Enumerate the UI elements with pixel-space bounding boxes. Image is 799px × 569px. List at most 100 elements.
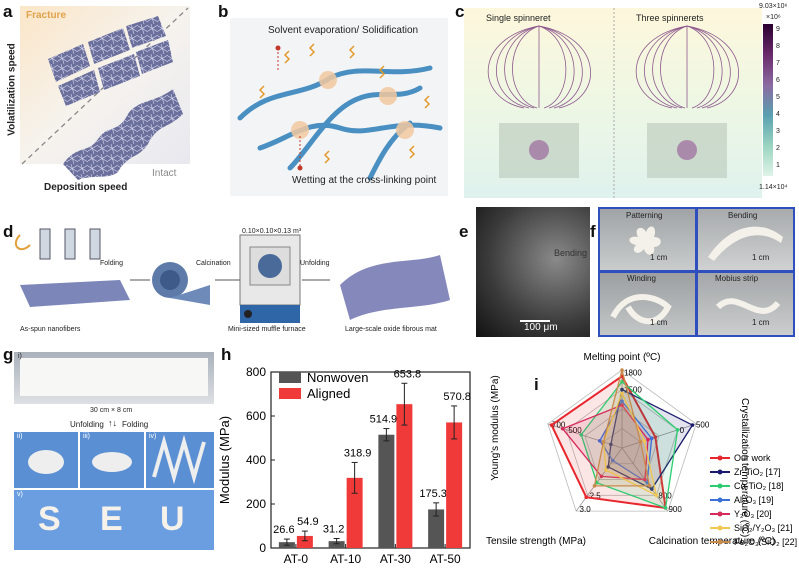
furnace-dimension: 0.10×0.10×0.13 m³	[242, 228, 302, 235]
panel-label-f: f	[590, 222, 596, 241]
bar-nonwoven	[428, 509, 445, 548]
sem-bending-label: Bending	[554, 248, 588, 258]
radar-point	[675, 428, 680, 432]
radar-point	[620, 403, 624, 407]
solvent-evaporation-text: Solvent evaporation/ Solidification	[268, 25, 419, 36]
colorbar-tick: 4	[776, 111, 780, 118]
colorbar-tick: 5	[776, 94, 780, 101]
calcination-step: Calcination	[196, 260, 231, 267]
legend-swatch	[279, 372, 301, 383]
sem-scale-bar	[520, 320, 550, 322]
x-tick-label: AT-50	[430, 552, 461, 566]
radar-axis	[621, 423, 697, 449]
radar-point	[653, 435, 658, 439]
radar-point	[649, 436, 654, 441]
radar-grid	[547, 369, 697, 512]
colorbar-max: 9.03×10⁶	[759, 3, 788, 10]
y-tick-label: 0	[259, 541, 266, 555]
data-label: 514.9	[370, 414, 398, 426]
flexibility-item-label: Winding	[627, 274, 656, 283]
y-tick-label: 600	[246, 409, 266, 423]
y-tick-label: 800	[246, 365, 266, 379]
y-tick-label: 400	[246, 453, 266, 467]
mat-size-text: 30 cm × 8 cm	[90, 407, 133, 414]
rolled-mat	[152, 262, 210, 305]
x-tick-label: AT-30	[380, 552, 411, 566]
flexibility-scale-label: 1 cm	[752, 318, 770, 327]
caption-as-spun: As-spun nanofibers	[20, 326, 81, 333]
radar-tick-label: 1800	[624, 368, 642, 377]
x-tick-label: AT-0	[284, 552, 309, 566]
unfolding-label-g: Unfolding	[70, 420, 104, 429]
data-label: 54.9	[297, 516, 318, 528]
caption-oxide-mat: Large-scale oxide fibrous mat	[345, 326, 437, 333]
radar-point	[549, 423, 554, 427]
sem-scale-text: 100 μm	[524, 322, 558, 333]
property-radar-chart: Melting point (ºC)15001800Crystallizatio…	[486, 352, 797, 547]
bar-aligned	[296, 535, 313, 548]
radar-point	[606, 465, 611, 469]
legend-label: Nonwoven	[307, 370, 368, 385]
panel-label-c: c	[455, 2, 465, 21]
colorbar-tick: 1	[776, 162, 780, 169]
radar-point	[620, 391, 624, 396]
radar-tick-label: 0	[680, 426, 685, 435]
radar-grid	[602, 428, 642, 465]
cross-link-points	[291, 71, 414, 139]
radar-point	[620, 387, 624, 392]
field-lines-three	[635, 25, 739, 109]
radar-point	[638, 440, 643, 444]
bar-nonwoven	[378, 434, 395, 548]
folding-label-g: Folding	[122, 420, 149, 429]
radar-point	[663, 506, 668, 510]
radar-tick-label: 2.5	[590, 491, 602, 500]
data-label: 570.8	[443, 391, 471, 403]
y-tick-label: 200	[246, 497, 266, 511]
radar-point	[643, 477, 647, 482]
flexibility-scale-label: 1 cm	[650, 318, 668, 327]
legend-swatch	[279, 388, 301, 399]
legend-label: Al₂O₃ [19]	[734, 495, 774, 505]
radar-point	[690, 423, 695, 427]
volatilization-axis-label: Volatilization speed	[6, 43, 18, 136]
field-lines-single	[487, 25, 591, 109]
unfolding-step: Unfolding	[300, 260, 330, 267]
radar-point	[579, 432, 583, 437]
wetting-text: Wetting at the cross-linking point	[292, 175, 437, 186]
radar-point	[647, 484, 652, 488]
data-label: 653.8	[394, 368, 422, 380]
panel-label-g: g	[3, 345, 14, 364]
radar-point	[601, 440, 606, 444]
colorbar-tick: 2	[776, 145, 780, 152]
data-label: 26.6	[273, 524, 294, 536]
muffle-furnace	[239, 234, 301, 323]
radar-axis-label: Crystallization temperature (ºC)	[739, 398, 750, 537]
panel-label-a: a	[3, 2, 13, 21]
data-label: 318.9	[344, 447, 372, 459]
legend-label: Aligned	[307, 386, 350, 401]
colorbar-tick: 8	[776, 43, 780, 50]
radar-series	[602, 391, 658, 497]
radar-point	[620, 368, 624, 372]
legend-marker	[717, 455, 723, 461]
radar-series	[550, 374, 667, 510]
fracture-label: Fracture	[26, 10, 67, 21]
large-mat-photo	[14, 352, 214, 404]
panel-label-h: h	[221, 345, 232, 364]
bar-nonwoven	[328, 541, 345, 548]
sub-label-ii: ii)	[17, 433, 23, 440]
radar-point	[611, 458, 615, 463]
panel-label-i: i	[534, 375, 539, 394]
radar-series	[598, 400, 653, 484]
letter-s: S	[38, 500, 61, 538]
flexibility-scale-label: 1 cm	[752, 253, 770, 262]
bar-aligned	[396, 404, 413, 548]
radar-axis-label: Tensile strength (MPa)	[486, 536, 586, 547]
sub-label-v: v)	[17, 491, 23, 498]
legend-label: Our work	[734, 453, 771, 463]
flexibility-item-label: Patterning	[626, 211, 663, 220]
radar-tick-label: 800	[658, 491, 672, 500]
radar-tick-label: 3.0	[580, 505, 592, 514]
caption-furnace: Mini-sized muffle furnace	[228, 326, 306, 333]
